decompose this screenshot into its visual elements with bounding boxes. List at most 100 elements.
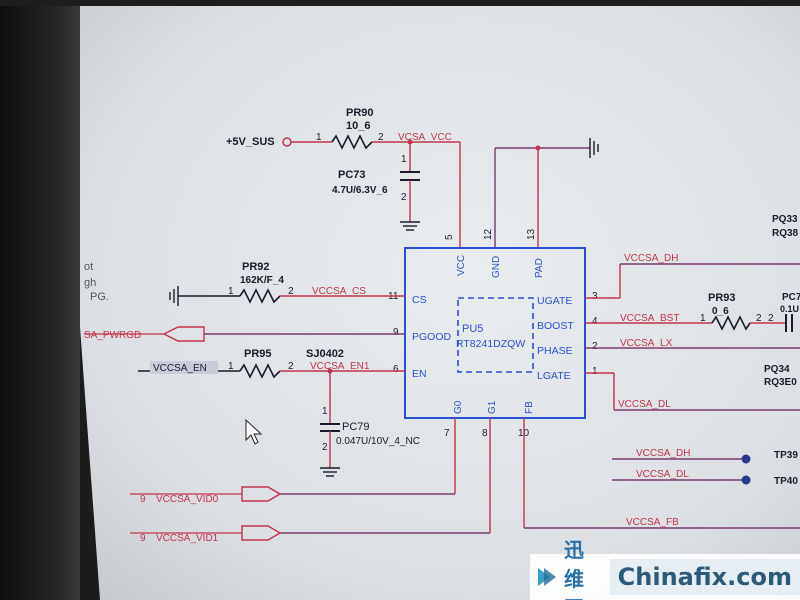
pin-pad-name: PAD — [534, 258, 545, 278]
watermark: 迅维网 Chinafix.com — [530, 538, 800, 600]
junction-pad — [535, 145, 541, 151]
pr93-pin1: 1 — [700, 313, 706, 324]
net-vid1-label: VCCSA_VID1 — [156, 533, 219, 544]
pr90-pin1: 1 — [316, 132, 322, 143]
pq33-ref: PQ33 — [772, 214, 798, 225]
vid0-port — [241, 486, 282, 502]
en-selection-highlight — [150, 361, 218, 374]
pin-vcc-num: 5 — [444, 234, 455, 240]
pin-phase-name: PHASE — [537, 345, 573, 357]
ic-ref: PU5 — [462, 323, 483, 335]
pq34-ref: PQ34 — [764, 364, 790, 375]
pc79-pin1: 1 — [322, 406, 328, 417]
pin-gnd-num: 12 — [483, 228, 494, 240]
pr93-resistor — [711, 315, 751, 331]
net-vccsa-bst-label: VCCSA_BST — [620, 313, 679, 324]
net-vid0-label: VCCSA_VID0 — [156, 494, 219, 505]
monitor-bezel-top — [0, 0, 800, 6]
pc-right-ref: PC7 — [782, 292, 800, 303]
pc73-ref: PC73 — [338, 169, 366, 181]
pin-vcc-name: VCC — [456, 255, 467, 276]
watermark-cn-text: 迅维网 — [564, 537, 584, 600]
net-tp40-label: VCCSA_DL — [636, 469, 689, 480]
pc79-pin2: 2 — [322, 442, 328, 453]
pin-phase-num: 2 — [592, 341, 598, 352]
net-vccsa-fb-label: VCCSA_FB — [626, 517, 679, 528]
net-vccsa-en-label: VCCSA_EN — [153, 363, 207, 374]
net-vcsa-vcc-label: VCSA_VCC — [398, 132, 452, 143]
pc79-ref: PC79 — [342, 421, 370, 433]
left-fragment-1: ot — [84, 261, 93, 273]
pin-en-num: 6 — [393, 364, 399, 375]
watermark-en-text: Chinafix.com — [609, 559, 800, 595]
tp39-ref: TP39 — [774, 450, 798, 461]
pin-boost-name: BOOST — [537, 320, 574, 332]
pr92-resistor — [239, 288, 281, 304]
pin-ugate-name: UGATE — [537, 295, 572, 307]
net-vccsa-cs-label: VCCSA_CS — [312, 286, 366, 297]
monitor-bezel-left — [0, 0, 80, 600]
pin-lgate-num: 1 — [592, 366, 598, 377]
pr90-ref: PR90 — [346, 107, 374, 119]
tp40-dot — [741, 475, 751, 485]
net-tp39-label: VCCSA_DH — [636, 448, 690, 459]
vid0-prefix: 9 — [140, 494, 146, 505]
net-vccsa-en1-label: VCCSA_EN1 — [310, 361, 370, 372]
ic-part: RT8241DZQW — [456, 338, 525, 350]
pc73-pin1: 1 — [401, 154, 407, 165]
pr95-resistor — [239, 363, 281, 379]
sj0402-ref: SJ0402 — [306, 348, 344, 360]
pr95-pin2: 2 — [288, 361, 294, 372]
pr92-ref: PR92 — [242, 261, 270, 273]
pin-cs-name: CS — [412, 294, 427, 306]
pin-fb-name: FB — [524, 401, 535, 414]
pr90-resistor — [331, 134, 373, 150]
pin-g0-name: G0 — [453, 400, 464, 414]
net-5v-sus-label: +5V_SUS — [226, 136, 275, 148]
pin-en-name: EN — [412, 368, 427, 380]
pc73-pin2: 2 — [401, 192, 407, 203]
pc79-ground-icon — [320, 467, 340, 477]
pin-ugate-num: 3 — [592, 291, 598, 302]
mouse-cursor-icon — [245, 418, 263, 445]
pr90-value: 10_6 — [346, 120, 370, 132]
top-ground-icon — [589, 138, 599, 158]
pr90-pin2: 2 — [378, 132, 384, 143]
screen-area — [70, 0, 800, 600]
net-pwrgd-label: SA_PWRGD — [84, 330, 141, 341]
pin-pgood-num: 9 — [393, 327, 399, 338]
net-vccsa-dh-label: VCCSA_DH — [624, 253, 678, 264]
pin-g1-name: G1 — [487, 400, 498, 414]
pq34-value: RQ3E0 — [764, 377, 797, 388]
net-vccsa-lx-label: VCCSA_LX — [620, 338, 673, 349]
ic-pu5-pad — [457, 297, 534, 373]
pr92-pin2: 2 — [288, 286, 294, 297]
pr92-value: 162K/F_4 — [240, 275, 284, 286]
left-fragment-2: gh — [84, 277, 96, 289]
pc-right-pin2: 2 — [768, 313, 774, 324]
pr92-pin1: 1 — [228, 286, 234, 297]
pin-gnd-name: GND — [491, 256, 502, 278]
pr95-pin1: 1 — [228, 361, 234, 372]
net-vccsa-dl-label: VCCSA_DL — [618, 399, 671, 410]
watermark-logo-icon — [536, 566, 558, 588]
pr93-value: 0_6 — [712, 306, 729, 317]
pc73-value: 4.7U/6.3V_6 — [332, 185, 388, 196]
pin-lgate-name: LGATE — [537, 370, 571, 382]
pr93-ref: PR93 — [708, 292, 736, 304]
ic-pu5-body — [404, 247, 586, 419]
vid1-port — [241, 525, 282, 541]
pc79-value: 0.047U/10V_4_NC — [336, 436, 420, 447]
pr93-pin2: 2 — [756, 313, 762, 324]
tp39-dot — [741, 454, 751, 464]
tp40-ref: TP40 — [774, 476, 798, 487]
pc-right-value: 0.1U — [780, 304, 799, 314]
pc73-ground-icon — [400, 221, 420, 231]
pr95-ref: PR95 — [244, 348, 272, 360]
pin-g1-num: 8 — [482, 428, 488, 439]
pq33-value: RQ38 — [772, 228, 799, 239]
pin-boost-num: 4 — [592, 316, 598, 327]
left-fragment-3: PG. — [90, 291, 109, 303]
